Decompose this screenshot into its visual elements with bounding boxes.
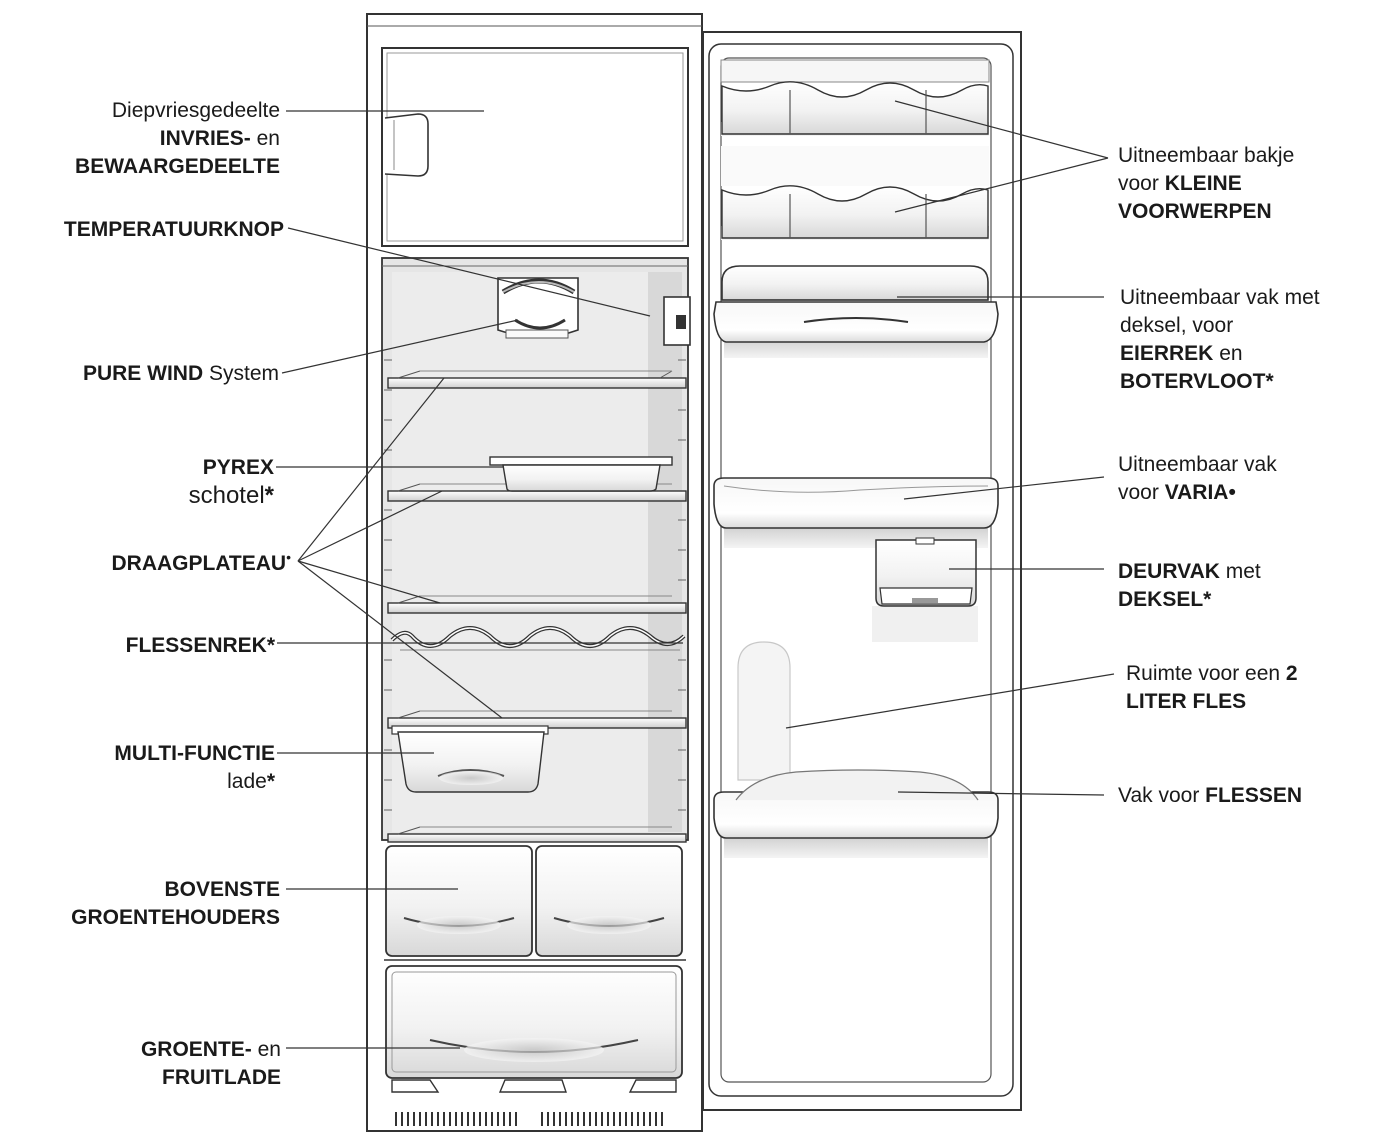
bullet-mark: •: [286, 549, 291, 565]
freezer-compartment: [381, 47, 689, 247]
glass-shelf: [387, 370, 687, 389]
asterisk-mark: *: [264, 482, 274, 509]
label-text-bold: DEKSEL*: [1118, 588, 1212, 611]
label-text: System: [203, 362, 279, 385]
label-text-bold: FRUITLADE: [162, 1066, 281, 1089]
label-text-bold: DEURVAK: [1118, 560, 1220, 583]
varia-door-shelf: [713, 477, 999, 548]
egg-butter-compartment: [713, 265, 999, 358]
freezer-door-handle: [384, 113, 429, 177]
label-bottle-rack: FLESSENREK*: [126, 632, 275, 660]
shelf-support-rails: [384, 359, 686, 811]
label-text-bold: VARIA•: [1164, 481, 1236, 504]
label-upper-crisper: BOVENSTE GROENTEHOUDERS: [71, 876, 280, 932]
pyrex-dish: [489, 456, 673, 492]
label-egg-butter-compartment: Uitneembaar vak met deksel, voor EIERREK…: [1120, 284, 1320, 396]
label-text-bold: 2: [1285, 662, 1298, 685]
label-pyrex-dish: PYREX schotel*: [189, 454, 274, 510]
label-text-bold: TEMPERATUURKNOP: [63, 218, 284, 241]
label-text: Diepvriesgedeelte: [111, 99, 280, 122]
label-text: voor: [1118, 172, 1165, 195]
label-text: Uitneembaar vak: [1118, 453, 1277, 476]
label-text-bold: VOORWERPEN: [1118, 200, 1272, 223]
label-text: Ruimte voor een: [1126, 662, 1286, 685]
label-text-bold: PURE WIND: [82, 362, 204, 385]
upper-crisper-drawer: [535, 845, 683, 957]
door-bin-with-lid: [872, 537, 978, 642]
label-multi-function-drawer: MULTI-FUNCTIE lade*: [114, 740, 275, 796]
label-text-bold: FLESSENREK*: [125, 634, 275, 657]
label-text: deksel, voor: [1120, 314, 1234, 337]
label-text: lade: [227, 770, 267, 793]
label-text: Uitneembaar bakje: [1118, 144, 1295, 167]
label-shelf: DRAAGPLATEAU•: [111, 550, 291, 578]
label-fruit-vegetable-drawer: GROENTE- en FRUITLADE: [141, 1036, 281, 1092]
label-text: voor: [1118, 481, 1165, 504]
label-text-bold: LITER FLES: [1126, 690, 1247, 713]
label-text: Vak voor: [1118, 784, 1206, 807]
label-text: Uitneembaar vak met: [1120, 286, 1320, 309]
pure-wind-fan-unit: [497, 277, 579, 339]
label-text-bold: FLESSEN: [1205, 784, 1303, 807]
asterisk-mark: *: [266, 770, 275, 793]
label-text-bold: INVRIES-: [159, 127, 251, 150]
label-text-bold: PYREX: [202, 456, 274, 479]
label-text: en: [251, 1038, 281, 1061]
label-text-bold: MULTI-FUNCTIE: [114, 742, 275, 765]
label-text: en: [1213, 342, 1243, 365]
label-text-bold: GROENTEHOUDERS: [71, 906, 280, 929]
label-bottle-shelf: Vak voor FLESSEN: [1118, 782, 1302, 810]
label-text-bold: BOVENSTE: [164, 878, 280, 901]
label-pure-wind: PURE WIND System: [83, 360, 279, 388]
upper-crisper-drawer: [385, 845, 533, 957]
label-thermostat: TEMPERATUURKNOP: [64, 216, 284, 244]
glass-shelf: [387, 595, 687, 614]
fruit-vegetable-drawer: [385, 965, 683, 1079]
label-text-bold: BEWAARGEDEELTE: [75, 155, 280, 178]
two-liter-bottle-space: [737, 641, 791, 781]
label-text: schotel: [188, 482, 265, 509]
thermostat-knob: [663, 296, 691, 346]
label-freezer-compartment: Diepvriesgedeelte INVRIES- en BEWAARGEDE…: [75, 97, 280, 181]
bottle-rack: [390, 626, 686, 651]
multi-function-drawer: [391, 725, 549, 793]
label-text: met: [1219, 560, 1261, 583]
drawer-feet: [391, 1079, 677, 1093]
label-door-bin: DEURVAK met DEKSEL*: [1118, 558, 1261, 614]
label-text-bold: GROENTE-: [140, 1038, 252, 1061]
label-text-bold: EIERREK: [1120, 342, 1214, 365]
small-items-tray: [720, 59, 990, 136]
fridge-door: [702, 31, 1022, 1111]
label-varia-shelf: Uitneembaar vak voor VARIA•: [1118, 451, 1277, 507]
label-text-bold: BOTERVLOOT*: [1120, 370, 1274, 393]
label-text: en: [250, 127, 280, 150]
label-text-bold: KLEINE: [1164, 172, 1242, 195]
label-two-liter-bottle: Ruimte voor een 2 LITER FLES: [1126, 660, 1298, 716]
leader-lines: [276, 100, 1115, 1049]
label-small-items-tray: Uitneembaar bakje voor KLEINE VOORWERPEN: [1118, 142, 1294, 226]
glass-shelf: [387, 826, 687, 843]
label-text-bold: DRAAGPLATEAU: [111, 552, 287, 575]
fridge-cabinet: [366, 13, 703, 1132]
small-items-tray: [721, 146, 989, 240]
vent-grille: [395, 1112, 663, 1126]
bottle-door-shelf: [713, 769, 999, 858]
